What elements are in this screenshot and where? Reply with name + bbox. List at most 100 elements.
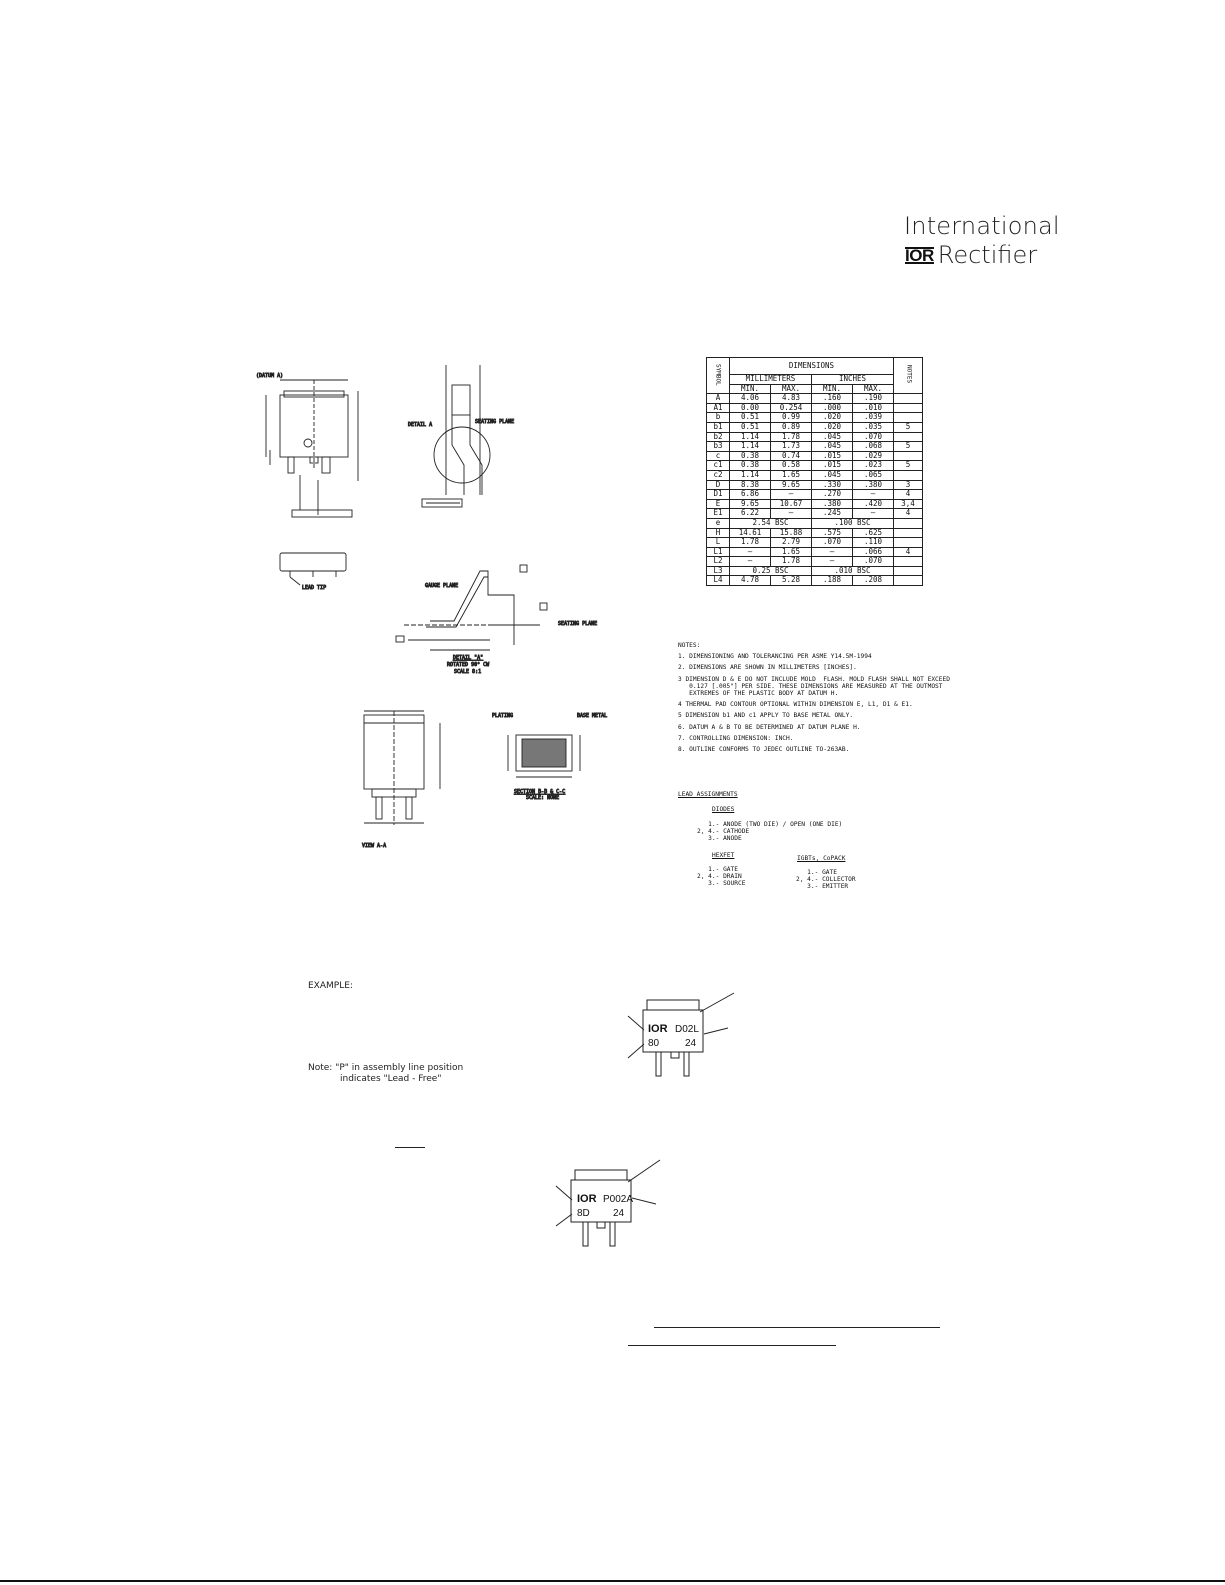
igbt-list: 1.- GATE 2, 4.- COLLECTOR 3.- EMITTER <box>796 869 856 891</box>
table-cell: 0.51 <box>729 421 771 433</box>
note-item: 2. DIMENSIONS ARE SHOWN IN MILLIMETERS [… <box>678 664 857 672</box>
table-cell: .208 <box>852 575 894 587</box>
lead-assignments-title: LEAD ASSIGNMENTS <box>678 791 738 798</box>
underline-rule-1 <box>654 1327 940 1328</box>
table-cell: 6.86 <box>729 489 771 500</box>
logo-line2: Rectifier <box>937 241 1038 269</box>
table-cell: .045 <box>811 441 853 452</box>
marking2-logo: IOR <box>577 1193 597 1205</box>
logo-line1: International <box>904 212 1060 240</box>
detail-a-drawing <box>395 564 548 651</box>
plating-label: PLATING <box>492 713 513 719</box>
diodes-list: 1.- ANODE (TWO DIE) / OPEN (ONE DIE) 2, … <box>697 821 843 843</box>
table-cell: 4 <box>893 508 923 519</box>
table-cell: .070 <box>811 537 853 548</box>
dimensions-header: DIMENSIONS <box>729 357 894 375</box>
notes-header-text: NOTES <box>905 364 913 383</box>
mm-header: MILLIMETERS <box>729 374 812 385</box>
marking1-logo: IOR <box>648 1023 668 1035</box>
table-cell: 4 <box>893 546 923 558</box>
scale-none-caption: SCALE: NONE <box>526 795 559 801</box>
table-cell: — <box>852 489 894 500</box>
footer-rule <box>0 1580 1225 1582</box>
table-cell: e <box>706 517 730 529</box>
table-cell <box>893 556 923 567</box>
table-cell: 5 <box>893 460 923 471</box>
table-cell: 1.78 <box>729 537 771 548</box>
table-cell <box>893 537 923 548</box>
table-cell: L4 <box>706 575 730 587</box>
table-cell: 0.38 <box>729 460 771 471</box>
part-marking-example-1 <box>627 992 735 1077</box>
in-header: INCHES <box>811 374 894 385</box>
table-cell: — <box>770 489 812 500</box>
table-cell: .160 <box>811 393 853 404</box>
note-item: 3 DIMENSION D & E DO NOT INCLUDE MOLD FL… <box>678 675 950 698</box>
scale-caption: SCALE 8:1 <box>454 669 481 675</box>
table-cell: D1 <box>706 489 730 500</box>
note-item: 6. DATUM A & B TO BE DETERMINED AT DATUM… <box>678 723 861 731</box>
table-cell: .045 <box>811 469 853 481</box>
hexfet-title: HEXFET <box>712 852 735 859</box>
table-cell: — <box>811 556 853 567</box>
company-logo: IOR Rectifier <box>905 241 1037 269</box>
table-cell: 1.14 <box>729 469 771 481</box>
table-cell: 4.06 <box>729 393 771 404</box>
table-cell <box>893 402 923 414</box>
table-cell <box>893 575 923 587</box>
table-cell: .023 <box>852 460 894 471</box>
text-underline <box>395 1147 425 1148</box>
table-cell <box>893 565 923 577</box>
table-cell: 1.78 <box>770 556 812 567</box>
example-note-line2: indicates "Lead - Free" <box>340 1074 442 1084</box>
table-cell: .245 <box>811 508 853 519</box>
table-row: L2—1.78—.070 <box>706 556 923 567</box>
example-note-line1: Note: "P" in assembly line position <box>308 1063 464 1073</box>
top-view-drawing <box>265 379 359 518</box>
rotated-caption: ROTATED 90° CW <box>447 662 490 668</box>
table-cell: .015 <box>811 460 853 471</box>
ior-logo-mark: IOR <box>905 245 934 265</box>
note-item: 7. CONTROLLING DIMENSION: INCH. <box>678 734 794 742</box>
table-cell: A <box>706 393 730 404</box>
datum-a-label: (DATUM A) <box>256 373 283 379</box>
notes-title: NOTES: <box>678 642 701 649</box>
notes-block: NOTES: 1. DIMENSIONING AND TOLERANCING P… <box>678 642 950 757</box>
table-cell: 4 <box>893 489 923 500</box>
view-aa-label: VIEW A-A <box>362 843 386 849</box>
detail-a-caption: DETAIL "A" <box>453 655 483 661</box>
section-caption: SECTION B-B & C-C <box>514 789 565 795</box>
igbt-title: IGBTs, CoPACK <box>797 855 846 862</box>
section-bb-drawing <box>507 734 581 778</box>
symbol-header: SYMBOL <box>706 356 730 395</box>
table-cell <box>893 517 923 529</box>
table-cell: — <box>770 508 812 519</box>
table-cell: .068 <box>852 441 894 452</box>
table-cell: 2.79 <box>770 537 812 548</box>
marking1-code: D02L <box>675 1024 699 1035</box>
note-item: 8. OUTLINE CONFORMS TO JEDEC OUTLINE TO-… <box>678 746 850 754</box>
table-cell: E1 <box>706 508 730 519</box>
underline-rule-2 <box>628 1345 836 1346</box>
notes-header: NOTES <box>893 356 923 395</box>
table-cell: 1.14 <box>729 441 771 452</box>
marking2-date-right: 24 <box>613 1208 625 1219</box>
table-cell: 5 <box>893 441 923 452</box>
dimensions-table: SYMBOL DIMENSIONS NOTES MILLIMETERS INCH… <box>706 356 923 587</box>
table-cell: c2 <box>706 469 730 481</box>
note-item: 5 DIMENSION b1 AND c1 APPLY TO BASE META… <box>678 712 854 720</box>
table-cell: 0.58 <box>770 460 812 471</box>
lead-tip-label: LEAD TIP <box>302 585 326 591</box>
table-cell: L2 <box>706 556 730 567</box>
table-cell: .070 <box>852 556 894 567</box>
table-cell: .100 BSC <box>811 517 894 529</box>
table-cell: .020 <box>811 421 853 433</box>
table-cell: .188 <box>811 575 853 587</box>
